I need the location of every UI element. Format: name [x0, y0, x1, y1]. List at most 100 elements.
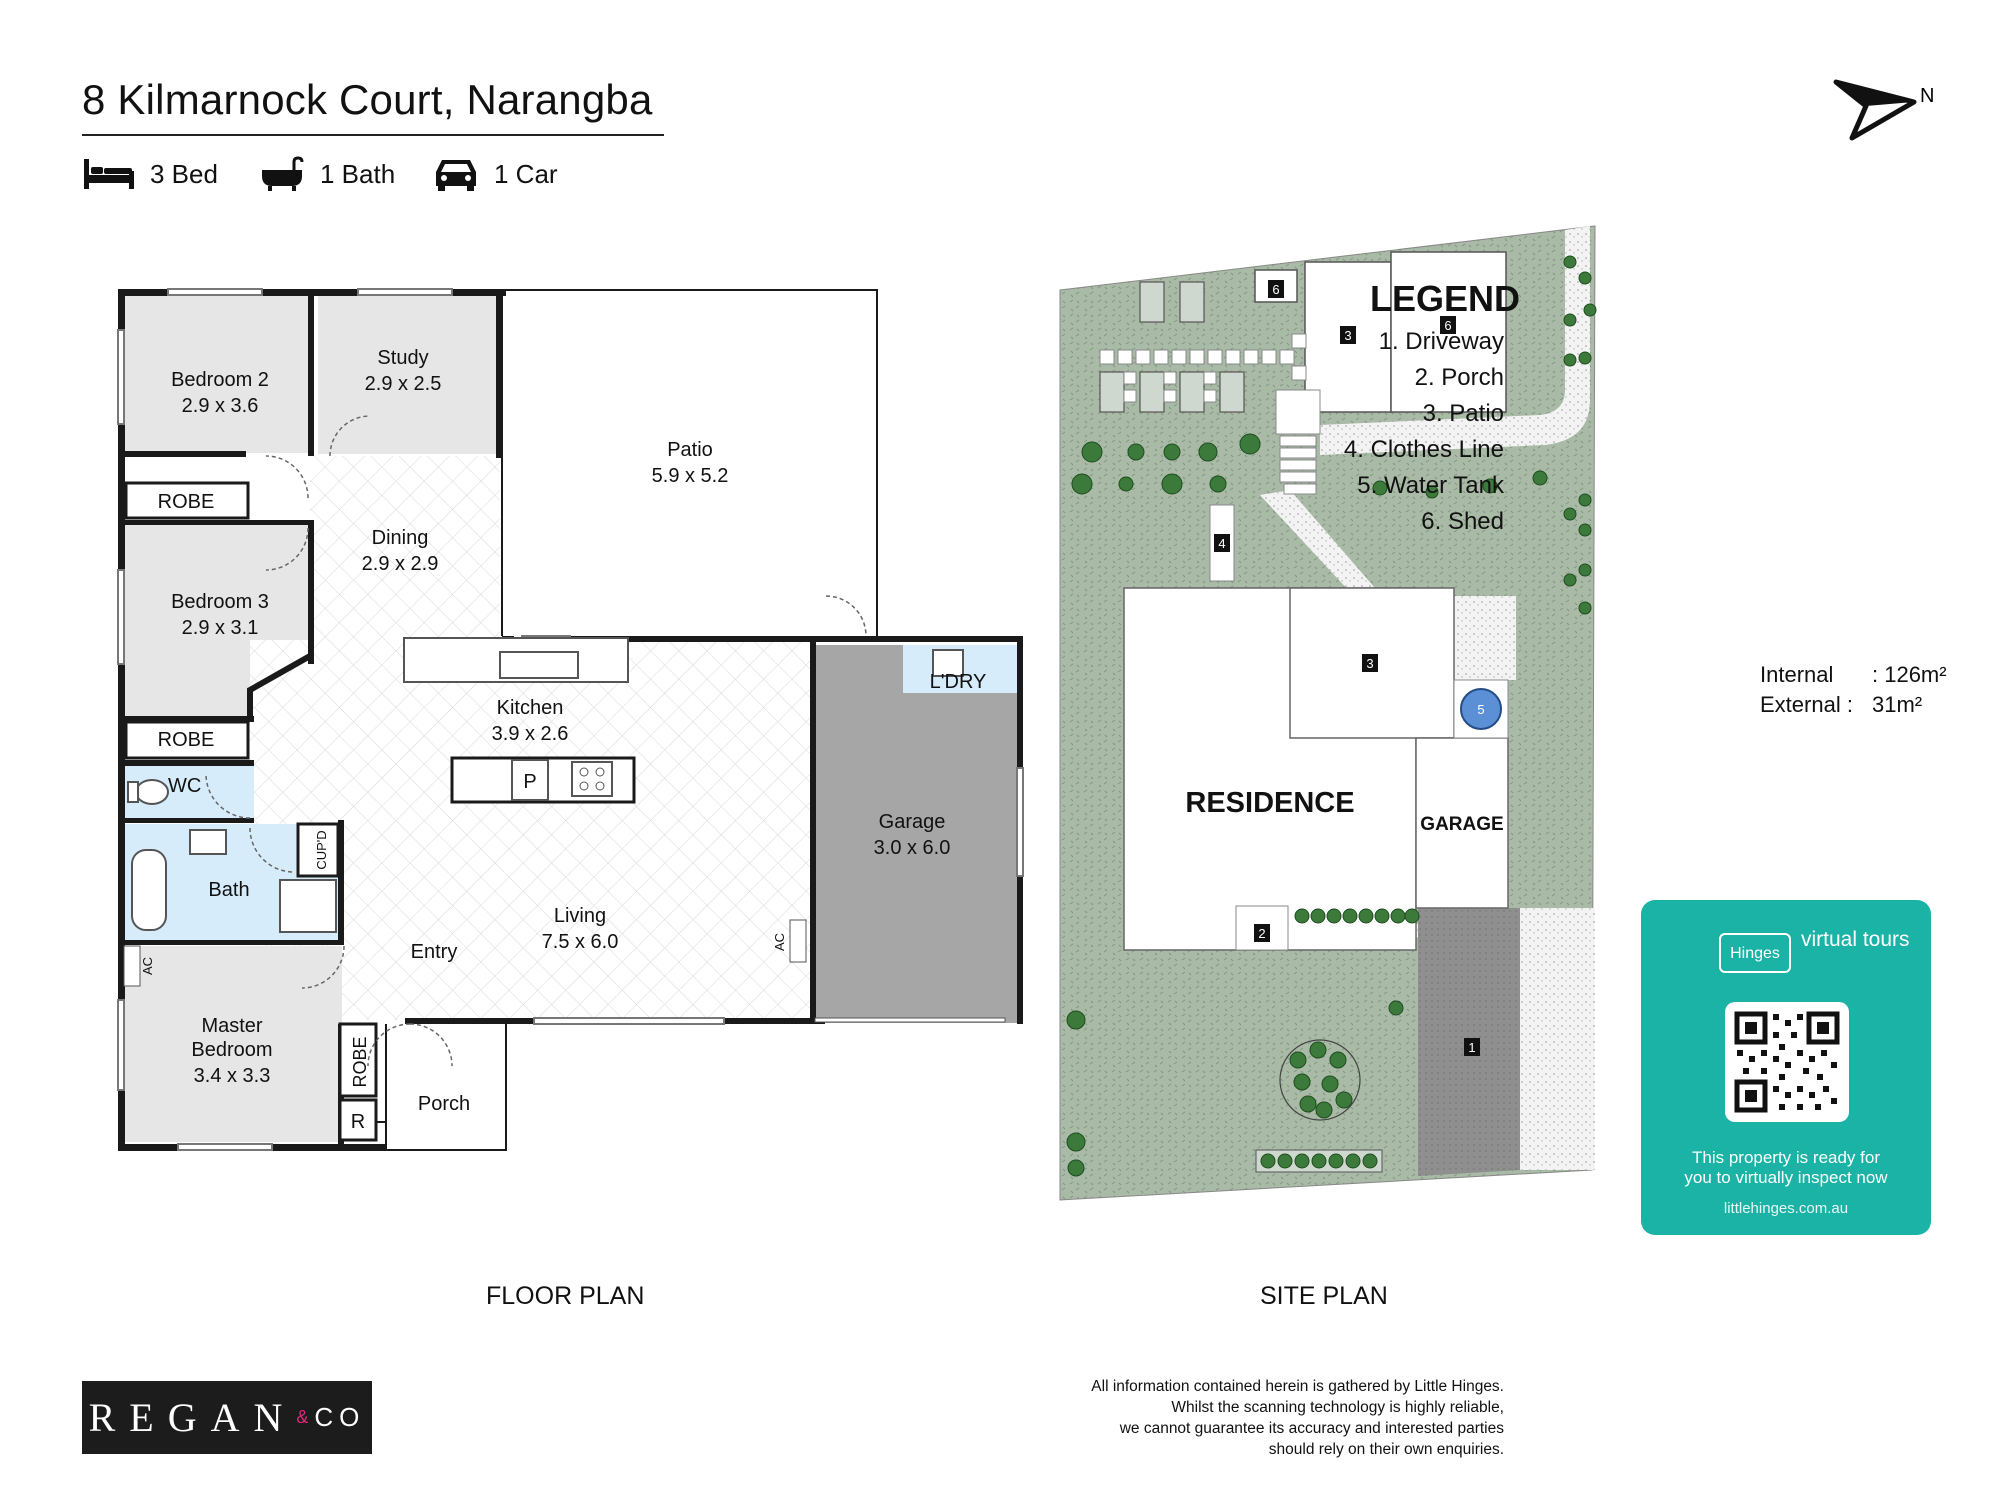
- legend-item: 5. Water Tank: [1357, 472, 1504, 499]
- marker-6-shed: 6: [1444, 318, 1451, 333]
- disclaimer-line: Whilst the scanning technology is highly…: [1171, 1399, 1504, 1416]
- site-plan-caption: SITE PLAN: [1260, 1282, 1388, 1310]
- hinges-brand: Hinges: [1719, 933, 1791, 973]
- bedroom2-size: 2.9 x 3.6: [182, 395, 259, 417]
- r-label: R: [351, 1111, 365, 1133]
- wc-name: WC: [168, 775, 201, 797]
- garage-name: Garage: [879, 811, 946, 833]
- porch-name: Porch: [418, 1093, 470, 1115]
- marker-3-top: 3: [1344, 328, 1351, 343]
- garage-site-label: GARAGE: [1420, 814, 1503, 835]
- compass: N: [1830, 78, 1940, 153]
- master-name-line2: Bedroom: [191, 1039, 272, 1061]
- disclaimer: All information contained herein is gath…: [1091, 1376, 1504, 1460]
- study-floor: [318, 293, 500, 454]
- steps: [1279, 435, 1317, 495]
- agency-logo: REGAN & CO: [82, 1381, 372, 1454]
- promo-url[interactable]: littlehinges.com.au: [1723, 1200, 1849, 1217]
- toilet: [135, 779, 169, 805]
- floor-plan-caption: FLOOR PLAN: [486, 1282, 645, 1310]
- legend-item: 1. Driveway: [1378, 328, 1504, 355]
- site-markers: 1 2 3 3 4 5 6 6: [1214, 280, 1485, 1056]
- logo-co: CO: [314, 1402, 366, 1432]
- external-area-value: 31m²: [1872, 692, 1923, 717]
- cooktop: [571, 761, 613, 797]
- promo-line-2: you to virtually inspect now: [1684, 1168, 1888, 1187]
- legend-title: LEGEND: [1369, 278, 1520, 319]
- study-size: 2.9 x 2.5: [365, 373, 442, 395]
- area-summary: Internal: 126m² External :31m²: [1760, 660, 1947, 720]
- master-floor: [124, 946, 342, 1142]
- bathtub-icon: [262, 156, 304, 191]
- internal-area-value: : 126m²: [1872, 662, 1947, 687]
- kitchen-name: Kitchen: [497, 697, 564, 719]
- landing: [1275, 389, 1321, 435]
- north-arrow-icon: N: [1833, 79, 1934, 141]
- legend-item: 4. Clothes Line: [1343, 436, 1504, 463]
- robe-bed3: [124, 720, 250, 760]
- residence-label: RESIDENCE: [1185, 787, 1354, 819]
- robe-bed2: [124, 481, 250, 520]
- shower: [279, 879, 337, 933]
- linen-r: [338, 1098, 378, 1142]
- garden-beds: [1099, 281, 1245, 413]
- hedge-row-bottom: [1260, 1153, 1378, 1169]
- legend-item: 2. Porch: [1414, 364, 1504, 391]
- disclaimer-line: should rely on their own enquiries.: [1268, 1441, 1504, 1458]
- kitchen-size: 3.9 x 2.6: [492, 723, 569, 745]
- living-name: Living: [554, 905, 606, 927]
- water-tank: [1460, 688, 1502, 730]
- dining-name: Dining: [372, 527, 429, 549]
- study-name: Study: [377, 347, 428, 369]
- virtual-tour-card[interactable]: Hinges virtual tours This pro: [1641, 900, 1931, 1235]
- bath-count: 1 Bath: [258, 156, 395, 192]
- north-label: N: [1920, 85, 1934, 107]
- ac-unit-living: [789, 919, 807, 963]
- legend-item: 3. Patio: [1422, 400, 1504, 427]
- marker-4: 4: [1218, 536, 1225, 551]
- garden-circle: [1279, 1039, 1361, 1121]
- qr-code[interactable]: [1725, 1002, 1849, 1122]
- side-walkway: [1260, 490, 1375, 592]
- hedge-row-porch: [1294, 908, 1420, 924]
- cupboard: [296, 822, 340, 878]
- marker-2: 2: [1258, 926, 1265, 941]
- bedroom2-floor: [124, 293, 310, 453]
- ac-label-master: AC: [140, 957, 155, 975]
- title-divider: [82, 134, 664, 136]
- logo-ampersand: &: [296, 1407, 309, 1427]
- gravel-path: [1320, 226, 1590, 455]
- robe-label-bed2: ROBE: [158, 491, 215, 513]
- garage-footprint: [1415, 737, 1509, 909]
- master-name-line1: Master: [201, 1015, 262, 1037]
- vanity: [189, 829, 227, 855]
- marker-3-patio: 3: [1366, 656, 1373, 671]
- pavers: [1099, 333, 1307, 403]
- qr-code-icon: [1734, 1011, 1840, 1113]
- internal-area-label: Internal: [1760, 662, 1834, 687]
- garage-size: 3.0 x 6.0: [874, 837, 951, 859]
- floor-plan: Bedroom 2 2.9 x 3.6 Study 2.9 x 2.5 Pati…: [117, 288, 1024, 1151]
- legend-item: 6. Shed: [1421, 508, 1504, 535]
- pantry: [511, 759, 549, 801]
- disclaimer-line: we cannot guarantee its accuracy and int…: [1119, 1420, 1504, 1437]
- marker-5: 5: [1477, 702, 1484, 717]
- bathtub: [131, 849, 167, 931]
- bed-count: 3 Bed: [82, 156, 218, 192]
- robe-label-bed3: ROBE: [158, 729, 215, 751]
- logo-brand: REGAN: [88, 1395, 297, 1440]
- master-size: 3.4 x 3.3: [194, 1065, 271, 1087]
- robe-master: [338, 1022, 378, 1098]
- bath-name: Bath: [208, 879, 249, 901]
- laundry-tub: [932, 649, 964, 677]
- kitchen-sink: [499, 651, 579, 679]
- disclaimer-line: All information contained herein is gath…: [1091, 1378, 1504, 1395]
- side-gravel-2: [1454, 596, 1516, 680]
- pantry-label: P: [523, 771, 536, 793]
- laundry-name: L'DRY: [930, 671, 987, 693]
- patio-size: 5.9 x 5.2: [652, 465, 729, 487]
- site-plan: RESIDENCE GARAGE 1 2 3 3 4 5 6 6: [1059, 225, 1597, 1201]
- bedroom2-name: Bedroom 2: [171, 369, 269, 391]
- bedroom3-name: Bedroom 3: [171, 591, 269, 613]
- bedroom3-size: 2.9 x 3.1: [182, 617, 259, 639]
